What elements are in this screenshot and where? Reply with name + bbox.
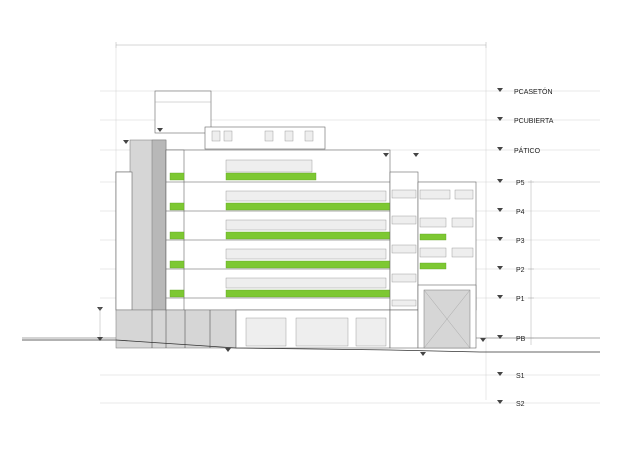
level-label-patico: PÁTICO: [514, 146, 541, 155]
marker-p3: P3: [497, 237, 525, 245]
marker-p4: P4: [497, 208, 525, 216]
level-label-p4: P4: [516, 209, 525, 216]
left-tower: [115, 139, 167, 311]
level-label-p3: P3: [516, 238, 525, 245]
marker-p5: P5: [497, 179, 525, 187]
level-markers: PCASETÓN PCUBIERTA PÁTICO P5 P4 P3 P2 P: [497, 87, 554, 408]
level-label-pb: PB: [516, 336, 526, 343]
level-label-pcaseton: PCASETÓN: [514, 87, 553, 96]
marker-pcaseton: PCASETÓN: [497, 87, 553, 96]
right-dimension-chain: [528, 180, 600, 345]
marker-patico: PÁTICO: [497, 146, 541, 155]
level-label-s2: S2: [516, 401, 525, 408]
marker-pcubierta: PCUBIERTA: [497, 117, 554, 125]
marker-pb: PB: [497, 335, 526, 343]
ground-floor: [115, 284, 477, 349]
marker-s2: S2: [497, 400, 525, 408]
level-label-p5: P5: [516, 180, 525, 187]
main-building: [165, 149, 391, 311]
level-label-p1: P1: [516, 296, 525, 303]
marker-p2: P2: [497, 266, 525, 274]
rooftop-casetón: [154, 90, 326, 150]
marker-p1: P1: [497, 295, 525, 303]
marker-s1: S1: [497, 372, 525, 380]
left-level-markers: [97, 128, 486, 356]
level-label-pcubierta: PCUBIERTA: [514, 118, 554, 125]
level-label-p2: P2: [516, 267, 525, 274]
level-label-s1: S1: [516, 373, 525, 380]
